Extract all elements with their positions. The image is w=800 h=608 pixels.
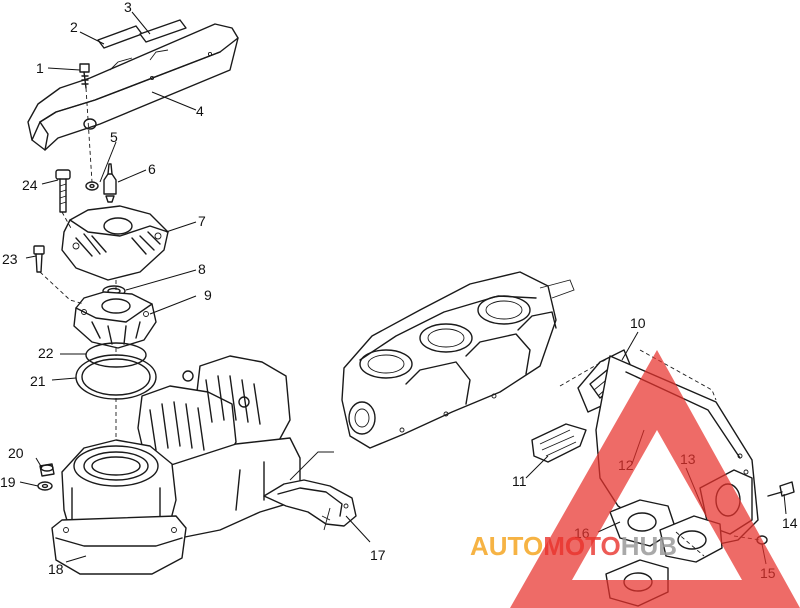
callout-18: 18 bbox=[48, 561, 64, 577]
callout-9: 9 bbox=[204, 287, 212, 303]
cylinder-head-insert bbox=[73, 291, 157, 349]
bolt-23 bbox=[33, 245, 45, 273]
gasket-17 bbox=[263, 451, 357, 531]
watermark-triangle-logo bbox=[510, 350, 800, 608]
gasket-21 bbox=[75, 354, 157, 400]
crankcase bbox=[341, 271, 575, 449]
bolt-14 bbox=[767, 481, 795, 497]
reed-block-11 bbox=[531, 423, 587, 463]
watermark: AUTOMOTOHUB bbox=[470, 350, 800, 608]
washer-19 bbox=[37, 481, 53, 491]
watermark-auto: AUTO bbox=[470, 531, 543, 561]
callout-8: 8 bbox=[198, 261, 206, 277]
callout-5: 5 bbox=[110, 129, 118, 145]
spark-plug-6 bbox=[103, 163, 117, 203]
callout-17: 17 bbox=[370, 547, 386, 563]
cylinder-block bbox=[51, 355, 301, 575]
decals bbox=[97, 19, 187, 49]
bolt-1 bbox=[79, 63, 90, 89]
callout-4: 4 bbox=[196, 103, 204, 119]
watermark-moto: MOTO bbox=[543, 531, 621, 561]
washer-5 bbox=[85, 181, 99, 191]
watermark-hub: HUB bbox=[621, 531, 677, 561]
callout-2: 2 bbox=[70, 19, 78, 35]
exhaust-manifold bbox=[27, 23, 239, 151]
callout-24: 24 bbox=[22, 177, 38, 193]
watermark-text: AUTOMOTOHUB bbox=[470, 531, 677, 561]
callout-7: 7 bbox=[198, 213, 206, 229]
callout-3: 3 bbox=[124, 0, 132, 15]
callout-19: 19 bbox=[0, 474, 16, 490]
gasket-22 bbox=[85, 342, 147, 368]
nut-20 bbox=[39, 463, 55, 477]
callout-1: 1 bbox=[36, 60, 44, 76]
callout-10: 10 bbox=[630, 315, 646, 331]
callout-11: 11 bbox=[512, 473, 527, 489]
callout-23: 23 bbox=[2, 251, 18, 267]
leader-lines bbox=[19, 11, 787, 565]
callout-22: 22 bbox=[38, 345, 54, 361]
callout-21: 21 bbox=[30, 373, 46, 389]
callout-20: 20 bbox=[8, 445, 24, 461]
callout-6: 6 bbox=[148, 161, 156, 177]
callout-14: 14 bbox=[782, 515, 798, 531]
bolt-24 bbox=[55, 169, 71, 213]
cylinder-head-cover bbox=[61, 205, 169, 281]
